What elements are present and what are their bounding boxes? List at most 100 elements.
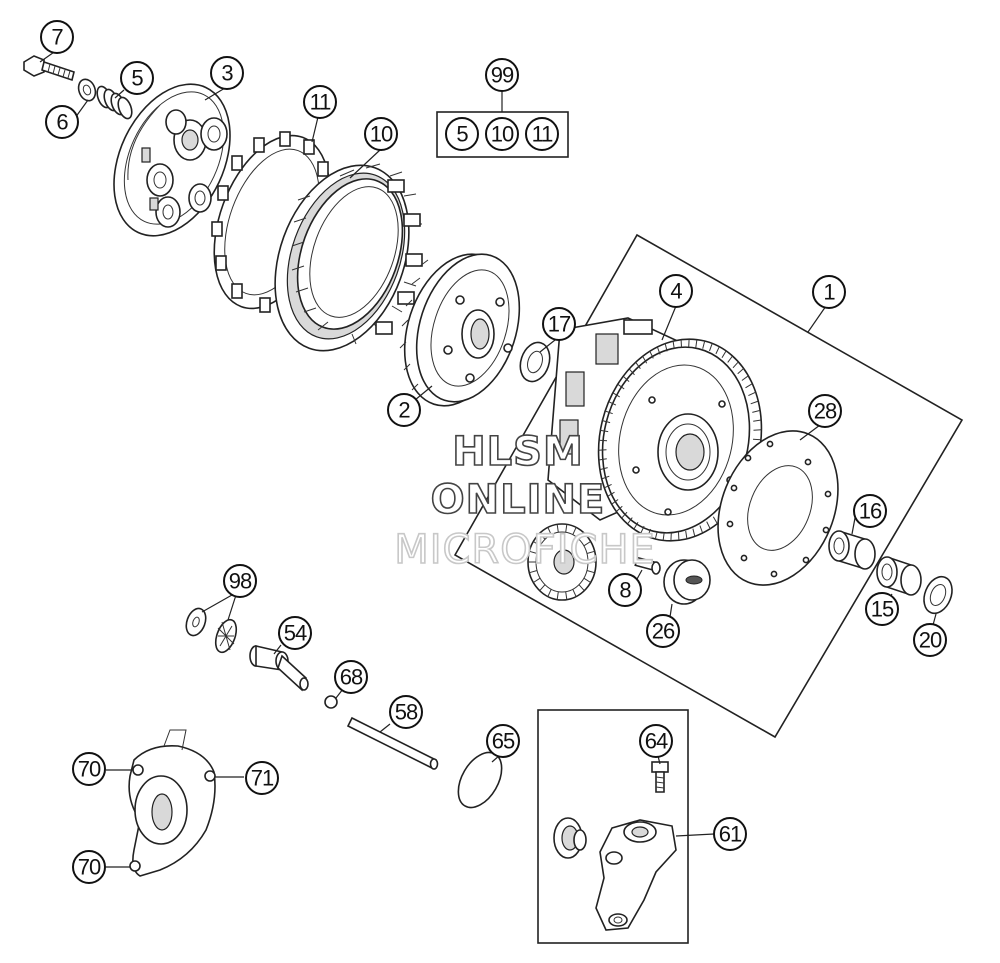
callout-11[interactable]: 11 <box>303 85 337 119</box>
gear-tooth <box>600 429 609 433</box>
svg-text:71: 71 <box>251 766 274 791</box>
callout-3[interactable]: 3 <box>210 56 244 90</box>
callout-20[interactable]: 20 <box>913 623 947 657</box>
bushing-part-26 <box>663 559 711 605</box>
callout-26[interactable]: 26 <box>646 614 680 648</box>
callout-99[interactable]: 99 <box>485 58 519 92</box>
callout-7[interactable]: 7 <box>40 20 74 54</box>
callout-10[interactable]: 10 <box>364 117 398 151</box>
svg-text:20: 20 <box>919 628 942 653</box>
screw-part-64 <box>651 761 669 793</box>
callout-68[interactable]: 68 <box>334 660 368 694</box>
gear-tooth <box>685 530 688 539</box>
callout-70-bottom[interactable]: 70 <box>72 850 106 884</box>
release-lever-box-61 <box>537 709 689 944</box>
gear-tooth <box>578 532 585 540</box>
release-lever-part <box>553 817 677 931</box>
callout-16[interactable]: 16 <box>853 494 887 528</box>
gear-tooth <box>539 584 546 592</box>
callout-64[interactable]: 64 <box>639 724 673 758</box>
gear-tooth <box>572 527 577 535</box>
pushrod-piece-part-54 <box>249 644 309 692</box>
svg-text:99: 99 <box>491 63 514 88</box>
pressure-plate-part-3 <box>113 83 231 237</box>
pushrod-part-58 <box>346 716 439 770</box>
callout-1[interactable]: 1 <box>812 275 846 309</box>
part-callouts: 7 5 3 6 11 10 99 5 10 11 17 2 4 1 28 16 … <box>40 20 947 884</box>
callout-98[interactable]: 98 <box>223 564 257 598</box>
svg-text:17: 17 <box>548 312 571 337</box>
gear-tooth <box>715 346 720 355</box>
callout-5[interactable]: 5 <box>120 61 154 95</box>
callout-28[interactable]: 28 <box>808 394 842 428</box>
svg-text:5: 5 <box>131 66 143 91</box>
svg-text:10: 10 <box>370 122 393 147</box>
needle-pin-part-8 <box>634 556 661 575</box>
gear-tooth <box>616 505 623 512</box>
callout-54[interactable]: 54 <box>278 616 312 650</box>
svg-text:2: 2 <box>398 398 410 423</box>
gear-tooth <box>572 589 577 597</box>
gear-tooth <box>662 532 665 541</box>
callout-15[interactable]: 15 <box>865 592 899 626</box>
primary-gear-part <box>527 523 597 601</box>
gear-tooth <box>605 410 613 415</box>
callout-71[interactable]: 71 <box>245 761 279 795</box>
bushing-part-15 <box>876 556 922 596</box>
washer-part-98b <box>214 618 238 654</box>
callout-6[interactable]: 6 <box>45 105 79 139</box>
svg-text:70: 70 <box>78 855 101 880</box>
watermark: HLSM ONLINE MICROFICHE <box>393 428 656 574</box>
gear-tooth <box>565 524 568 533</box>
callout-4[interactable]: 4 <box>659 274 693 308</box>
gear-tooth <box>604 483 612 489</box>
gear-tooth <box>654 531 658 540</box>
svg-text:98: 98 <box>229 569 252 594</box>
svg-text:3: 3 <box>221 61 233 86</box>
gear-tooth <box>732 361 739 369</box>
gear-tooth <box>556 524 559 533</box>
svg-text:15: 15 <box>871 597 894 622</box>
washer-part-6 <box>77 78 97 102</box>
gear-tooth <box>586 550 595 554</box>
gear-tooth <box>752 409 761 413</box>
gear-tooth <box>533 577 541 583</box>
gear-tooth <box>712 516 718 524</box>
callout-65[interactable]: 65 <box>486 724 520 758</box>
svg-text:11: 11 <box>532 122 554 147</box>
callout-17[interactable]: 17 <box>542 307 576 341</box>
gear-tooth <box>607 491 615 497</box>
watermark-line-1: HLSM <box>452 429 584 475</box>
callout-58[interactable]: 58 <box>389 695 423 729</box>
gear-tooth <box>649 350 654 359</box>
gear-tooth <box>709 343 713 352</box>
svg-text:26: 26 <box>652 619 675 644</box>
bushing-part-16 <box>828 530 876 570</box>
gear-tooth <box>602 420 611 424</box>
svg-text:61: 61 <box>719 822 742 847</box>
watermark-line-3: MICROFICHE <box>394 527 656 573</box>
outer-basket-part-4 <box>547 317 763 542</box>
callout-8[interactable]: 8 <box>608 573 642 607</box>
callout-70-top[interactable]: 70 <box>72 752 106 786</box>
svg-text:65: 65 <box>492 729 515 754</box>
gear-tooth <box>633 521 639 530</box>
callout-61[interactable]: 61 <box>713 817 747 851</box>
kit-callout-10[interactable]: 10 <box>485 117 519 151</box>
svg-text:64: 64 <box>645 729 668 754</box>
gear-tooth <box>737 368 744 375</box>
kit-callout-11[interactable]: 11 <box>525 117 559 151</box>
svg-text:4: 4 <box>670 279 682 304</box>
kit-callout-5[interactable]: 5 <box>445 117 479 151</box>
svg-text:5: 5 <box>456 122 468 147</box>
gear-tooth <box>539 532 546 540</box>
gear-tooth <box>753 419 762 422</box>
gear-tooth <box>598 458 607 461</box>
callout-2[interactable]: 2 <box>387 393 421 427</box>
gear-tooth <box>699 525 704 534</box>
gear-tooth <box>664 343 668 352</box>
svg-text:58: 58 <box>395 700 418 725</box>
gear-tooth <box>529 550 538 554</box>
svg-text:16: 16 <box>859 499 882 524</box>
